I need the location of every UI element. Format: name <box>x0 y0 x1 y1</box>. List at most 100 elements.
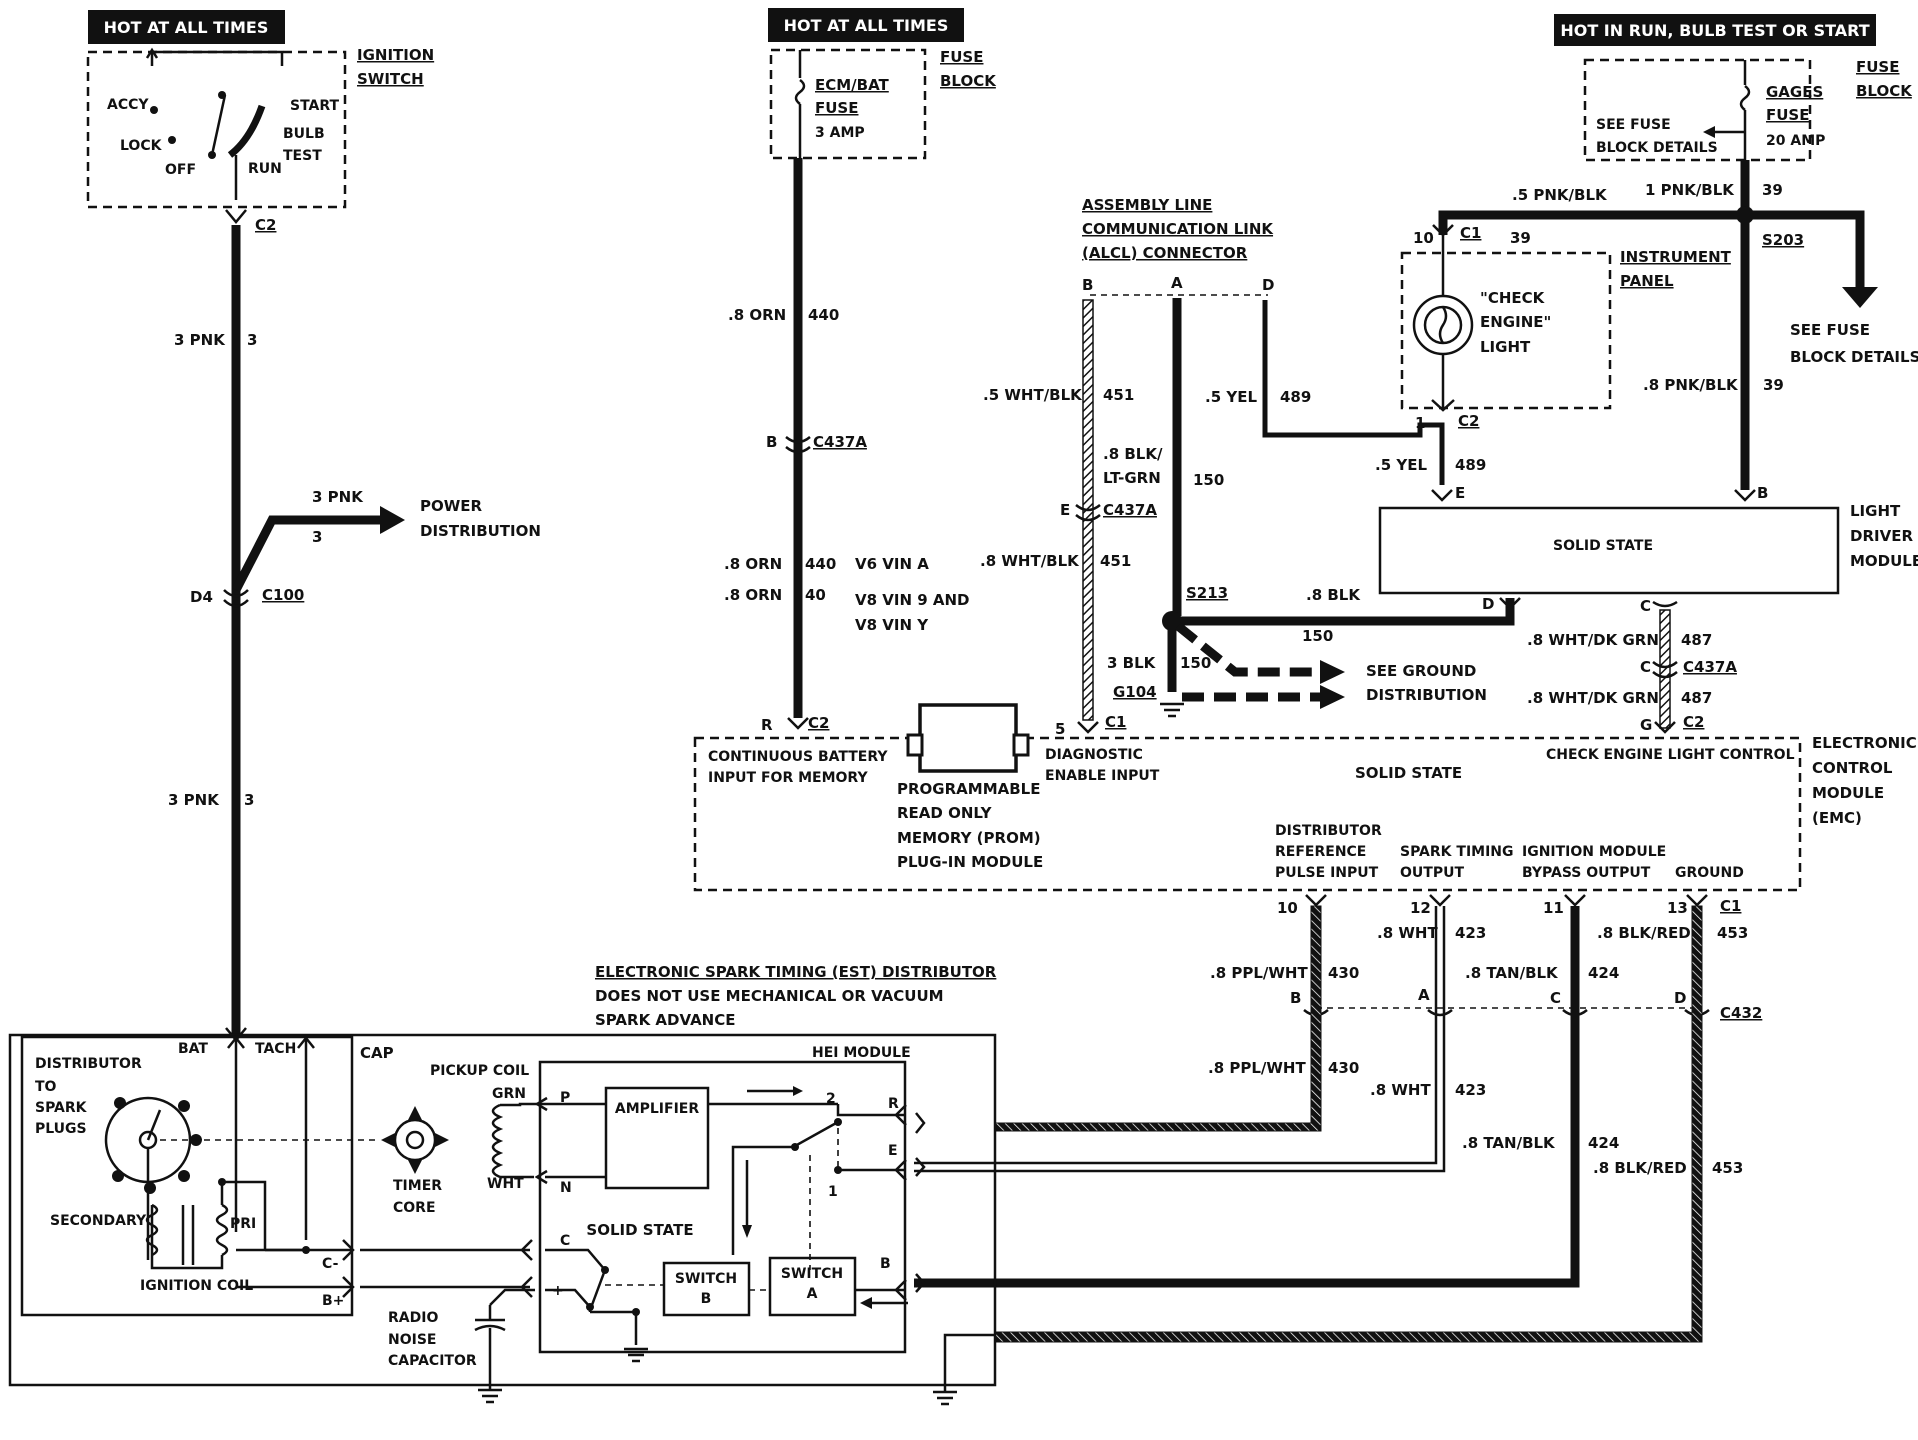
svg-text:INSTRUMENT: INSTRUMENT <box>1620 248 1732 266</box>
svg-text:BLOCK DETAILS: BLOCK DETAILS <box>1596 140 1718 156</box>
svg-text:BLOCK DETAILS: BLOCK DETAILS <box>1790 348 1918 366</box>
svg-text:LOCK: LOCK <box>120 138 163 154</box>
svg-text:430: 430 <box>1328 1059 1359 1077</box>
svg-text:INPUT FOR MEMORY: INPUT FOR MEMORY <box>708 770 868 786</box>
svg-text:S213: S213 <box>1186 584 1228 602</box>
svg-text:C: C <box>1550 989 1561 1007</box>
svg-text:DRIVER: DRIVER <box>1850 527 1913 545</box>
svg-text:487: 487 <box>1681 689 1712 707</box>
svg-text:.8 PNK/BLK: .8 PNK/BLK <box>1643 376 1739 394</box>
alcl-connector: ASSEMBLY LINE COMMUNICATION LINK (ALCL) … <box>1082 196 1274 296</box>
svg-text:S203: S203 <box>1762 231 1804 249</box>
svg-text:FUSE: FUSE <box>815 99 858 117</box>
svg-text:.5 YEL: .5 YEL <box>1375 456 1427 474</box>
svg-text:AMPLIFIER: AMPLIFIER <box>615 1101 699 1117</box>
svg-text:C: C <box>1640 597 1651 615</box>
svg-text:3 BLK: 3 BLK <box>1107 654 1157 672</box>
svg-text:E: E <box>1060 501 1070 519</box>
svg-text:430: 430 <box>1328 964 1359 982</box>
svg-text:PULSE INPUT: PULSE INPUT <box>1275 865 1379 881</box>
svg-text:FUSE: FUSE <box>940 48 983 66</box>
svg-text:BULB: BULB <box>283 126 325 142</box>
svg-text:440: 440 <box>808 306 839 324</box>
svg-text:C437A: C437A <box>1103 501 1157 519</box>
est-distributor-label: ELECTRONIC SPARK TIMING (EST) DISTRIBUTO… <box>595 963 997 1029</box>
svg-text:LIGHT: LIGHT <box>1850 502 1901 520</box>
svg-text:SOLID STATE: SOLID STATE <box>1553 538 1653 554</box>
svg-text:C1: C1 <box>1720 897 1741 915</box>
hei-module: HEI MODULE AMPLIFIER P N 2 R E 1 SOLID S… <box>534 1045 926 1363</box>
svg-text:C-: C- <box>322 1256 339 1272</box>
svg-text:5: 5 <box>1055 720 1065 738</box>
svg-text:B: B <box>1082 276 1093 294</box>
svg-text:C: C <box>1640 658 1651 676</box>
svg-text:HEI MODULE: HEI MODULE <box>812 1045 911 1061</box>
svg-text:11: 11 <box>1543 899 1564 917</box>
svg-text:GAGES: GAGES <box>1766 83 1823 101</box>
svg-text:C437A: C437A <box>1683 658 1737 676</box>
svg-text:FUSE: FUSE <box>1766 106 1809 124</box>
svg-text:D: D <box>1262 276 1274 294</box>
svg-text:.8 PPL/WHT: .8 PPL/WHT <box>1210 964 1308 982</box>
svg-text:ASSEMBLY LINE: ASSEMBLY LINE <box>1082 196 1212 214</box>
svg-text:.8 ORN: .8 ORN <box>728 306 786 324</box>
svg-text:ELECTRONIC: ELECTRONIC <box>1812 734 1917 752</box>
svg-text:.8 WHT/BLK: .8 WHT/BLK <box>980 552 1080 570</box>
svg-text:"CHECK: "CHECK <box>1480 289 1546 307</box>
svg-text:1 PNK/BLK: 1 PNK/BLK <box>1645 181 1735 199</box>
svg-text:OFF: OFF <box>165 162 196 178</box>
svg-text:BAT: BAT <box>178 1041 208 1057</box>
svg-text:IGNITION COIL: IGNITION COIL <box>140 1278 253 1294</box>
svg-text:2: 2 <box>826 1091 836 1107</box>
svg-text:B: B <box>766 433 777 451</box>
svg-text:13: 13 <box>1667 899 1688 917</box>
header-hot-all-times-1: HOT AT ALL TIMES <box>88 10 285 44</box>
svg-text:NOISE: NOISE <box>388 1332 436 1348</box>
wire-wht-blk-451: .5 WHT/BLK 451 E C437A .8 WHT/BLK 451 5 … <box>980 299 1157 738</box>
svg-text:SWITCH: SWITCH <box>675 1271 737 1287</box>
svg-text:LIGHT: LIGHT <box>1480 338 1531 356</box>
svg-text:PLUG-IN MODULE: PLUG-IN MODULE <box>897 853 1043 871</box>
svg-text:.8 WHT/DK GRN: .8 WHT/DK GRN <box>1527 631 1659 649</box>
svg-text:424: 424 <box>1588 964 1619 982</box>
svg-text:DISTRIBUTION: DISTRIBUTION <box>1366 686 1487 704</box>
svg-text:PRI: PRI <box>230 1216 256 1232</box>
svg-text:DIAGNOSTIC: DIAGNOSTIC <box>1045 747 1143 763</box>
svg-text:C437A: C437A <box>813 433 867 451</box>
svg-text:IGNITION: IGNITION <box>357 46 434 64</box>
svg-text:C2: C2 <box>1458 412 1479 430</box>
svg-text:3 PNK: 3 PNK <box>174 331 226 349</box>
svg-text:V8 VIN 9 AND: V8 VIN 9 AND <box>855 591 970 609</box>
svg-text:RUN: RUN <box>248 161 282 177</box>
svg-text:C1: C1 <box>1105 713 1126 731</box>
svg-text:20 AMP: 20 AMP <box>1766 133 1825 149</box>
svg-text:.8 PPL/WHT: .8 PPL/WHT <box>1208 1059 1306 1077</box>
svg-text:D: D <box>1482 595 1494 613</box>
svg-text:DISTRIBUTION: DISTRIBUTION <box>420 522 541 540</box>
svg-text:.8 WHT: .8 WHT <box>1377 924 1438 942</box>
svg-text:CAPACITOR: CAPACITOR <box>388 1353 477 1369</box>
svg-text:A: A <box>807 1286 818 1302</box>
svg-text:3 AMP: 3 AMP <box>815 125 865 141</box>
svg-text:ELECTRONIC SPARK TIMING (EST): ELECTRONIC SPARK TIMING (EST) DISTRIBUTO… <box>595 963 997 981</box>
svg-text:HOT IN RUN, BULB TEST OR START: HOT IN RUN, BULB TEST OR START <box>1560 21 1869 40</box>
svg-text:150: 150 <box>1302 627 1333 645</box>
svg-text:BYPASS OUTPUT: BYPASS OUTPUT <box>1522 865 1651 881</box>
svg-text:C2: C2 <box>1683 713 1704 731</box>
svg-text:424: 424 <box>1588 1134 1619 1152</box>
svg-text:BLOCK: BLOCK <box>940 72 997 90</box>
svg-text:MEMORY (PROM): MEMORY (PROM) <box>897 829 1041 847</box>
svg-text:BLOCK: BLOCK <box>1856 82 1913 100</box>
svg-text:489: 489 <box>1280 388 1311 406</box>
svg-text:R: R <box>761 716 773 734</box>
svg-text:READ ONLY: READ ONLY <box>897 804 993 822</box>
svg-text:DOES NOT USE MECHANICAL OR VAC: DOES NOT USE MECHANICAL OR VACUUM <box>595 987 944 1005</box>
svg-text:1: 1 <box>828 1184 838 1200</box>
svg-text:COMMUNICATION LINK: COMMUNICATION LINK <box>1082 220 1274 238</box>
svg-text:D4: D4 <box>190 588 213 606</box>
svg-text:451: 451 <box>1100 552 1131 570</box>
svg-text:PICKUP COIL: PICKUP COIL <box>430 1063 529 1079</box>
svg-text:453: 453 <box>1717 924 1748 942</box>
svg-text:.8 BLK/RED: .8 BLK/RED <box>1593 1159 1687 1177</box>
svg-text:SPARK: SPARK <box>35 1100 88 1116</box>
